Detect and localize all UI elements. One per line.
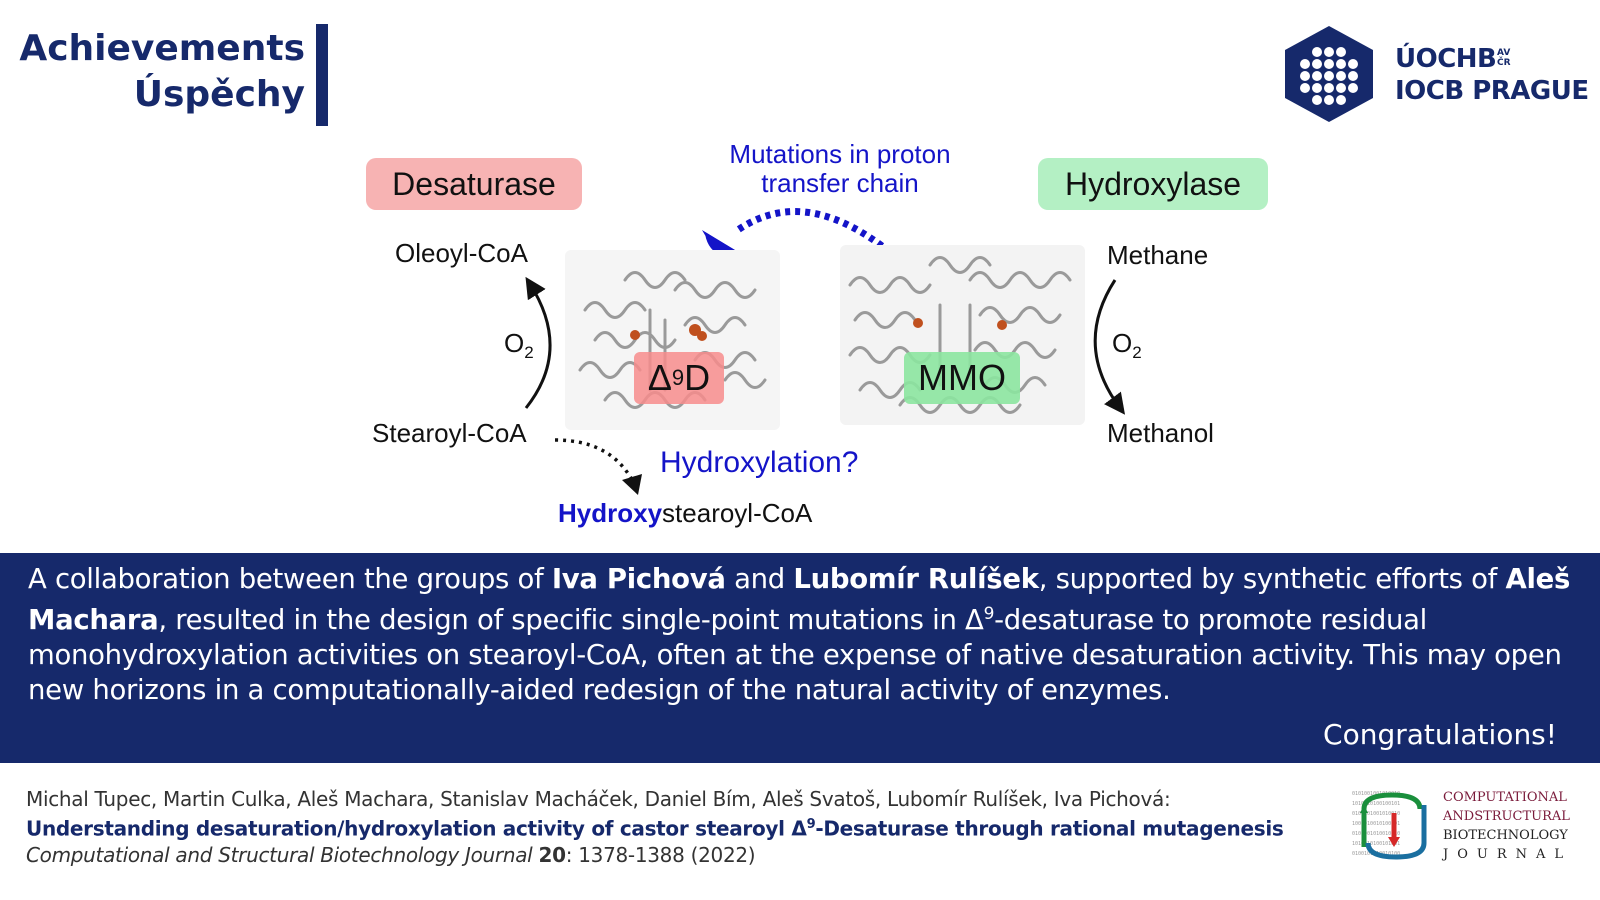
hydroxylase-label: Hydroxylase [1038,158,1268,210]
desaturase-label: Desaturase [366,158,582,210]
diagram-arrows [524,208,1126,495]
title-line-english: Achievements [19,28,305,69]
iocb-logo-hexagon-icon [1285,26,1373,122]
page-title: Achievements Úspěchy [19,26,305,118]
mmo-protein-structure-icon [840,245,1085,425]
svg-text:0101001001010010: 0101001001010010 [1352,791,1400,797]
title-divider-bar [316,24,328,126]
congratulations-text: Congratulations! [1323,718,1557,751]
svg-text:1001010010100101: 1001010010100101 [1352,821,1400,827]
hydroxylation-question: Hydroxylation? [660,446,859,479]
hydroxystearoyl-coa-label: Hydroxystearoyl-CoA [558,498,813,528]
logo-text-uochb: ÚOCHB [1395,44,1497,74]
summary-text: A collaboration between the groups of Iv… [28,563,1571,707]
logo-text-avcr: AV ČR [1497,48,1511,68]
svg-text:0100101001010010: 0100101001010010 [1352,811,1400,817]
mutation-arc-arrow [732,208,885,249]
desaturation-arrow [524,276,552,409]
hydroxylation-arrow [1093,279,1126,415]
hydroxylation-dotted-arrow [554,438,634,481]
oleoyl-coa-label: Oleoyl-CoA [395,238,528,268]
title-line-czech: Úspěchy [133,74,305,115]
svg-text:1010010100100101: 1010010100100101 [1352,801,1400,807]
o2-right-label: O2 [1112,328,1142,363]
citation-journal: Computational and Structural Biotechnolo… [26,842,756,867]
methane-label: Methane [1107,240,1209,270]
svg-text:0101001010010010: 0101001010010010 [1352,831,1400,837]
citation-authors: Michal Tupec, Martin Culka, Aleš Machara… [26,787,1171,811]
citation: Michal Tupec, Martin Culka, Aleš Machara… [26,786,1284,868]
methanol-label: Methanol [1107,418,1214,448]
csbj-journal-logo-icon: 0101001001010010 1010010100100101 0100101… [1352,791,1427,860]
logo-text-iocb-prague: IOCB PRAGUE [1395,76,1589,106]
summary-band [0,553,1600,763]
citation-title: Understanding desaturation/hydroxylation… [26,816,1284,841]
mmo-label: MMO [904,352,1020,404]
svg-text:1010010100101001: 1010010100101001 [1352,841,1400,847]
stearoyl-coa-label: Stearoyl-CoA [372,418,527,448]
mutation-note: Mutations in proton transfer chain [729,139,951,198]
o2-left-label: O2 [504,328,534,363]
csbj-journal-logo-text: COMPUTATIONAL ANDSTRUCTURAL BIOTECHNOLOG… [1443,790,1573,862]
